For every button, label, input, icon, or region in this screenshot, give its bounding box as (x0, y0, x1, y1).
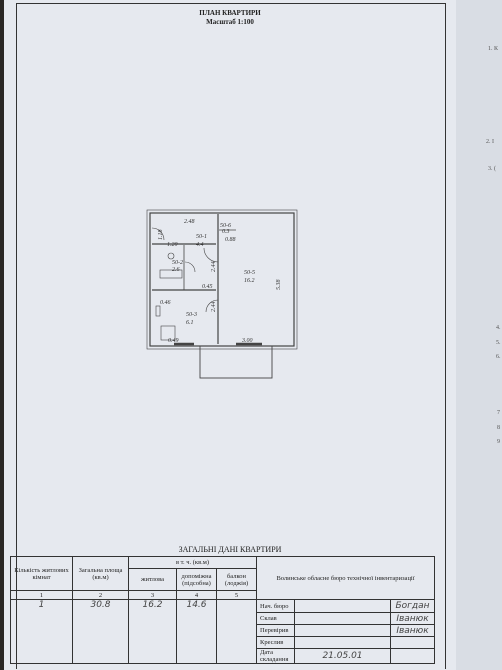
value-balcony (216, 599, 257, 664)
stamp-label: Нач. бюро (256, 599, 295, 613)
dimension-label: 0.88 (225, 237, 236, 243)
stove (160, 325, 176, 341)
side-mark: 7 (497, 410, 500, 416)
dimension-label: 0.45 (202, 283, 213, 290)
room-code: 50-2 (172, 260, 183, 266)
stamp-sign (294, 612, 391, 625)
side-mark: 8 (497, 425, 500, 431)
header-living: житлова (128, 568, 177, 591)
stamp-sign (294, 599, 391, 613)
door-swing (184, 261, 196, 273)
side-mark: 6. (496, 354, 501, 360)
scale-label: Масштаб 1:100 (206, 18, 254, 26)
header-total: Загальна площа (кв.м) (72, 556, 129, 591)
organization-name: Волинське обласне бюро технічної інвента… (256, 556, 435, 600)
room-area: 4.4 (196, 241, 204, 248)
room-code: 50-1 (196, 234, 207, 240)
room-area: 0.3 (222, 229, 230, 235)
side-mark: 3. ( (488, 166, 496, 172)
room-area: 2.6 (172, 267, 180, 273)
stamp-name: Іванюк (390, 624, 435, 637)
door-swing (203, 247, 219, 263)
floor-plan: 50-1 4.4 50-2 2.6 50-3 6.1 50-5 16.2 50-… (146, 209, 298, 379)
sink (167, 252, 175, 260)
header-rooms: Кількість житлових кімнат (10, 556, 73, 591)
stamp-sign (294, 636, 391, 649)
col-number: 4 (176, 590, 217, 600)
stamp-name (390, 636, 435, 649)
side-mark: 9 (497, 439, 500, 445)
stamp-name: Богдан (390, 599, 435, 613)
value-living: 16.2 (128, 599, 177, 664)
dimension-label: 2.44 (210, 302, 217, 313)
dimension-label: 1.20 (167, 242, 178, 248)
col-number: 3 (128, 590, 177, 600)
room-area: 6.1 (186, 320, 194, 326)
dimension-label: 2.48 (184, 218, 195, 225)
dimension-label: 0.46 (160, 299, 171, 306)
value-aux: 14.6 (176, 599, 217, 664)
header-balcony: балкон (лоджія) (216, 568, 257, 591)
value-total: 30.8 (72, 599, 129, 664)
col-number: 2 (72, 590, 129, 600)
side-mark: 5. (496, 340, 501, 346)
summary-title: ЗАГАЛЬНІ ДАНІ КВАРТИРИ (178, 545, 282, 554)
dimension-label: 3.00 (241, 338, 253, 344)
side-mark: 1. К (488, 46, 499, 52)
dimension-label: 5.38 (276, 280, 282, 291)
dimension-label: 2.44 (210, 262, 217, 273)
value-rooms: 1 (10, 599, 73, 664)
balcony-outline (199, 345, 273, 379)
room-area: 16.2 (244, 278, 255, 284)
bathtub (159, 269, 183, 279)
side-mark: 4. (496, 325, 501, 331)
stamp-label: Дата складання (256, 648, 295, 664)
door-swing (205, 299, 219, 313)
stamp-sign: 21.05.01 (294, 648, 391, 664)
col-number: 1 (10, 590, 73, 600)
kitchen-sink (155, 305, 161, 317)
room-code: 50-5 (244, 270, 255, 276)
stamp-label: Перевірив (256, 624, 295, 637)
summary-table: Кількість житлових кімнат Загальна площа… (10, 556, 435, 664)
stamp-label: Креслив (256, 636, 295, 649)
page-title: ПЛАН КВАРТИРИ (199, 9, 261, 17)
dimension-label: 0.49 (168, 337, 179, 344)
stamp-name (390, 648, 435, 664)
header-aux: допоміжна (підсобна) (176, 568, 217, 591)
stamp-name: Іванюк (390, 612, 435, 625)
stamp-sign (294, 624, 391, 637)
document-sheet: ПЛАН КВАРТИРИ Масштаб 1:100 (4, 0, 456, 670)
stamp-label: Склав (256, 612, 295, 625)
room-code: 50-3 (186, 312, 197, 318)
door-swing (151, 227, 165, 241)
dimension-label: 1.18 (158, 230, 164, 241)
room-code: 50-6 (220, 223, 231, 229)
header-incl: в т. ч. (кв.м) (128, 556, 257, 569)
sheet-frame (16, 3, 446, 669)
outer-wall-outline (146, 209, 298, 350)
col-number: 5 (216, 590, 257, 600)
side-mark: 2. І (486, 139, 494, 145)
